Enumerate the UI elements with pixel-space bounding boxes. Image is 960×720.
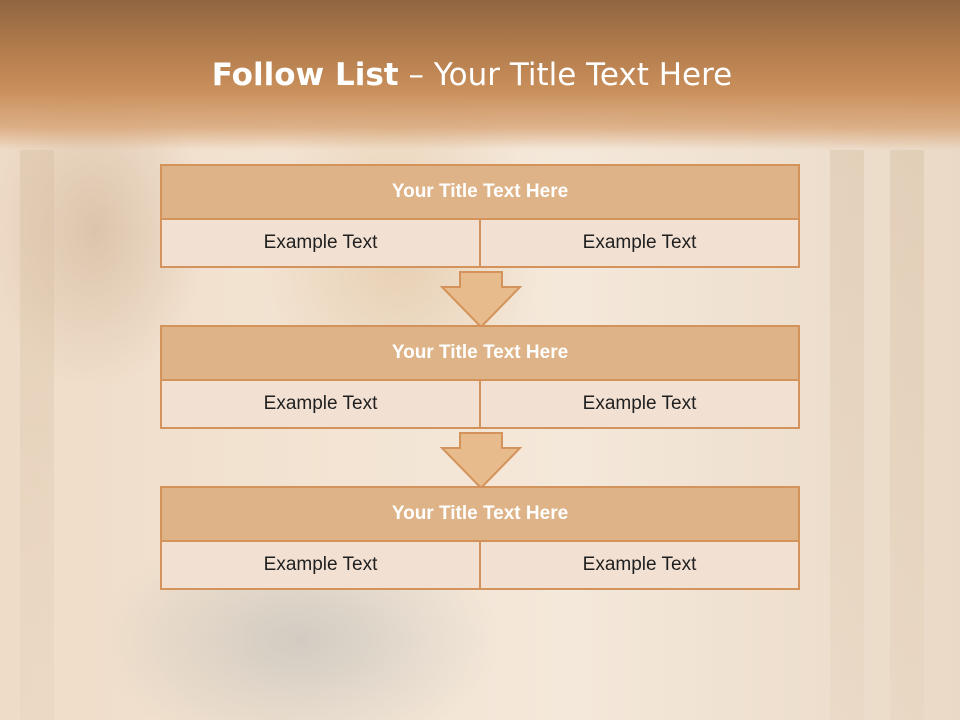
block-title[interactable]: Your Title Text Here [160, 486, 800, 542]
block-row: Example Text Example Text [160, 540, 800, 590]
header-band [0, 0, 960, 150]
slide-title[interactable]: Follow List – Your Title Text Here [0, 52, 944, 98]
down-arrow-icon [440, 432, 522, 490]
list-block[interactable]: Your Title Text Here Example Text Exampl… [160, 325, 800, 429]
slide-title-bold: Follow List [211, 57, 399, 93]
slide-title-rest: – Your Title Text Here [408, 57, 733, 93]
block-cell-right[interactable]: Example Text [479, 379, 800, 429]
block-cell-left[interactable]: Example Text [160, 379, 481, 429]
bookshelf-decoration [890, 150, 924, 720]
block-row: Example Text Example Text [160, 218, 800, 268]
bookshelf-decoration [830, 150, 864, 720]
block-cell-right[interactable]: Example Text [479, 218, 800, 268]
list-block[interactable]: Your Title Text Here Example Text Exampl… [160, 164, 800, 268]
block-cell-left[interactable]: Example Text [160, 218, 481, 268]
block-cell-right[interactable]: Example Text [479, 540, 800, 590]
bookshelf-decoration [20, 150, 54, 720]
block-title[interactable]: Your Title Text Here [160, 164, 800, 220]
block-row: Example Text Example Text [160, 379, 800, 429]
list-block[interactable]: Your Title Text Here Example Text Exampl… [160, 486, 800, 590]
block-title[interactable]: Your Title Text Here [160, 325, 800, 381]
down-arrow-icon [440, 271, 522, 329]
block-cell-left[interactable]: Example Text [160, 540, 481, 590]
